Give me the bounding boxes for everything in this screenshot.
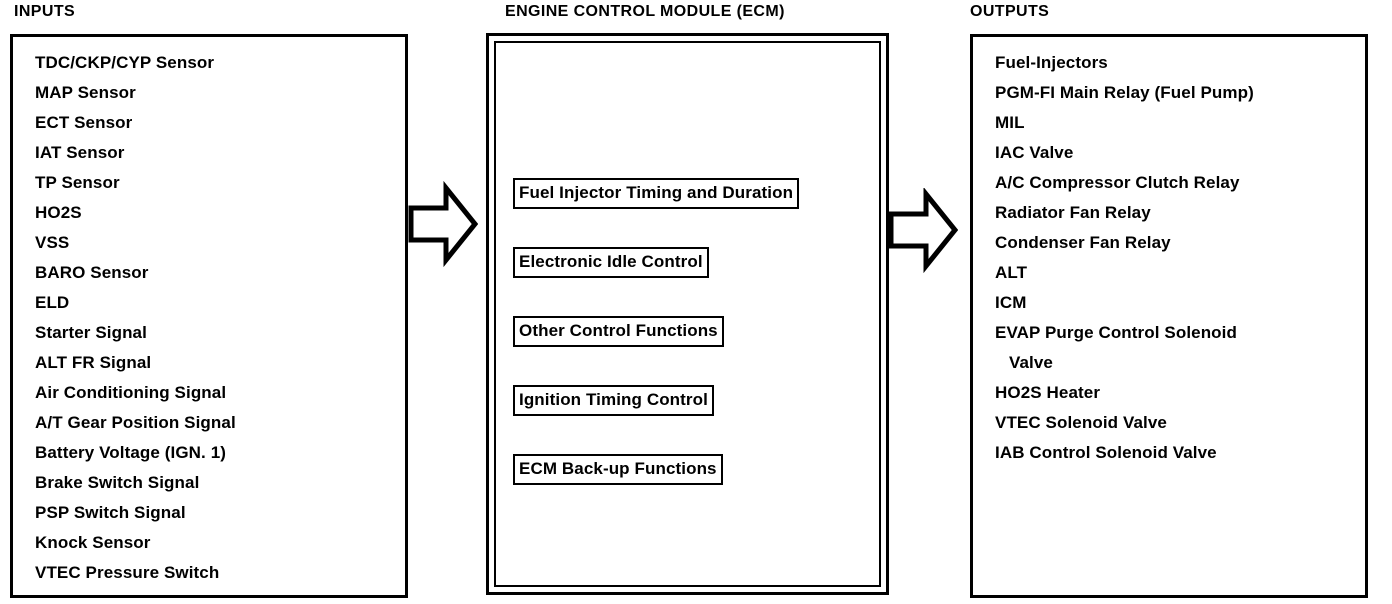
output-item: Condenser Fan Relay <box>995 233 1171 252</box>
input-item: Starter Signal <box>35 323 147 342</box>
ecm-function-box: Electronic Idle Control <box>513 247 709 278</box>
output-item: IAB Control Solenoid Valve <box>995 443 1217 462</box>
ecm-function-box: Fuel Injector Timing and Duration <box>513 178 800 209</box>
input-item: Brake Switch Signal <box>35 473 200 492</box>
ecm-function-box: Other Control Functions <box>513 316 724 347</box>
input-item: Battery Voltage (IGN. 1) <box>35 443 227 462</box>
output-item: Fuel-Injectors <box>995 53 1108 72</box>
ecm-function-box: Ignition Timing Control <box>513 385 714 416</box>
input-item: BARO Sensor <box>35 263 149 282</box>
output-item: Valve <box>1009 353 1053 372</box>
output-item: HO2S Heater <box>995 383 1101 402</box>
ecm-function-row: Fuel Injector Timing and Duration <box>513 178 872 247</box>
right-arrow-icon <box>888 188 958 276</box>
input-item: TDC/CKP/CYP Sensor <box>35 53 215 72</box>
output-item: ALT <box>995 263 1028 282</box>
input-item: VSS <box>35 233 70 252</box>
input-item: PSP Switch Signal <box>35 503 186 522</box>
input-item: ELD <box>35 293 70 312</box>
output-item: PGM-FI Main Relay (Fuel Pump) <box>995 83 1254 102</box>
outputs-column-header: OUTPUTS <box>970 3 1050 20</box>
ecm-function-row: Electronic Idle Control <box>513 247 872 316</box>
ecm-function-row: Ignition Timing Control <box>513 385 872 454</box>
input-item: VTEC Pressure Switch <box>35 563 220 582</box>
ecm-column-header: ENGINE CONTROL MODULE (ECM) <box>505 3 785 20</box>
output-item: ICM <box>995 293 1027 312</box>
input-item: A/T Gear Position Signal <box>35 413 236 432</box>
output-item: MIL <box>995 113 1025 132</box>
output-item: EVAP Purge Control Solenoid <box>995 323 1237 342</box>
input-item: MAP Sensor <box>35 83 136 102</box>
right-arrow-icon <box>408 180 478 268</box>
input-item: Knock Sensor <box>35 533 151 552</box>
output-item: IAC Valve <box>995 143 1074 162</box>
input-item: TP Sensor <box>35 173 120 192</box>
output-item: VTEC Solenoid Valve <box>995 413 1167 432</box>
output-item: Radiator Fan Relay <box>995 203 1151 222</box>
input-item: HO2S <box>35 203 82 222</box>
inputs-column-header: INPUTS <box>14 3 76 20</box>
input-item: Air Conditioning Signal <box>35 383 227 402</box>
output-item: A/C Compressor Clutch Relay <box>995 173 1240 192</box>
ecm-function-box: ECM Back-up Functions <box>513 454 723 485</box>
input-item: IAT Sensor <box>35 143 125 162</box>
ecm-inner-border <box>494 41 881 587</box>
input-item: ALT FR Signal <box>35 353 152 372</box>
input-item: ECT Sensor <box>35 113 133 132</box>
ecm-function-row: Other Control Functions <box>513 316 872 385</box>
ecm-function-row: ECM Back-up Functions <box>513 454 872 485</box>
